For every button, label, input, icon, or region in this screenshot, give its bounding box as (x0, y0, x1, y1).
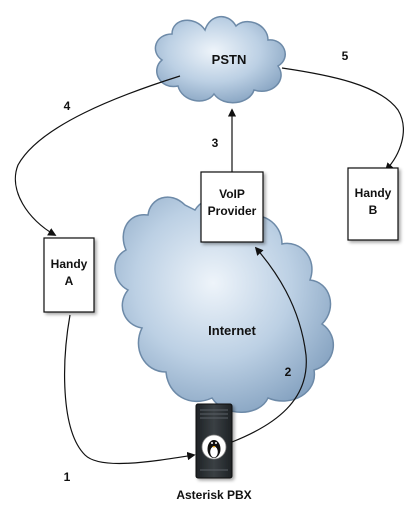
step-label-3: 3 (212, 136, 219, 150)
handy-a-label-line1: Handy (51, 257, 88, 271)
step-label-5: 5 (342, 49, 349, 63)
handy-a-label-line2: A (65, 274, 74, 288)
arrow-5 (281, 67, 404, 172)
voip-provider-label-line2: Provider (208, 204, 257, 218)
pstn-label: PSTN (212, 52, 247, 67)
arrows (14, 67, 404, 465)
internet-cloud (114, 196, 335, 413)
arrow-1 (64, 314, 196, 465)
handy-b-label-line1: Handy (355, 186, 392, 200)
penguin-icon (201, 434, 227, 460)
handy-b-label-line2: B (369, 203, 378, 217)
internet-label: Internet (208, 323, 256, 338)
voip-provider-box (200, 171, 264, 243)
step-label-2: 2 (285, 365, 292, 379)
asterisk-label: Asterisk PBX (176, 488, 251, 502)
handy-b-box (347, 167, 399, 241)
arrow-4 (14, 75, 181, 236)
pstn-cloud (154, 16, 286, 104)
arrow-2 (231, 246, 307, 443)
voip-provider-label-line1: VoIP (219, 187, 245, 201)
step-label-1: 1 (64, 470, 71, 484)
step-label-4: 4 (64, 99, 71, 113)
handy-a-box (43, 237, 95, 313)
